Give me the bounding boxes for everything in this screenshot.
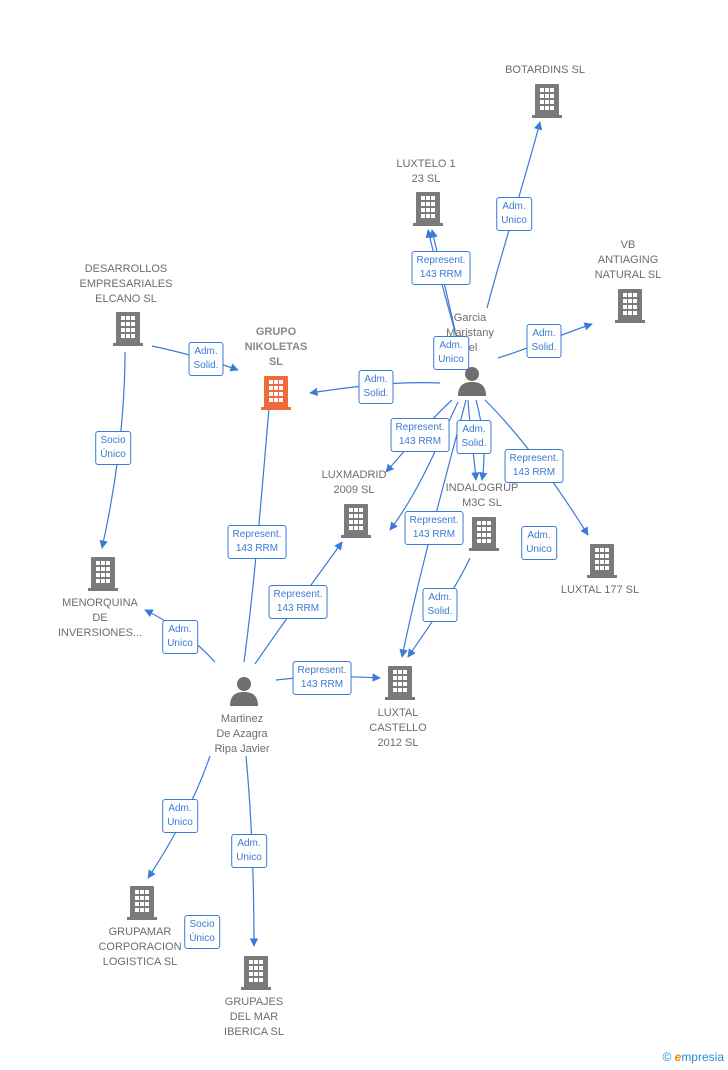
edge-label-represent[interactable]: Represent. 143 RRM — [390, 418, 450, 452]
building-icon-vb[interactable] — [615, 289, 645, 323]
brand-logo[interactable]: © empresia — [662, 1050, 724, 1064]
node-label-castello[interactable]: LUXTAL CASTELLO 2012 SL — [369, 707, 427, 749]
building-icon-nikoletas[interactable] — [261, 376, 291, 410]
building-icon-desarrollos[interactable] — [113, 312, 143, 346]
copyright-icon: © — [662, 1050, 672, 1064]
node-label-nikoletas[interactable]: GRUPO NIKOLETAS SL — [244, 326, 308, 368]
edge-garcia-luxmadrid-b — [389, 401, 459, 531]
edge-label-represent[interactable]: Represent. 143 RRM — [404, 511, 464, 545]
node-label-vb[interactable]: VB ANTIAGING NATURAL SL — [594, 239, 662, 281]
edge-label-adm-solid[interactable]: Adm. Solid. — [422, 588, 458, 622]
node-label-botardins[interactable]: BOTARDINS SL — [505, 64, 585, 76]
building-icon-menorquina[interactable] — [88, 557, 118, 591]
brand-name: mpresia — [681, 1050, 724, 1064]
edge-label-represent[interactable]: Represent. 143 RRM — [411, 251, 471, 285]
node-label-luxmadrid[interactable]: LUXMADRID 2009 SL — [321, 469, 387, 496]
edge-label-represent[interactable]: Represent. 143 RRM — [268, 585, 328, 619]
edge-label-adm-unico[interactable]: Adm. Unico — [162, 620, 198, 654]
brand-e: e — [674, 1050, 682, 1064]
building-icon-botardins[interactable] — [532, 84, 562, 118]
edge-label-socio-unico[interactable]: Socio Único — [184, 915, 220, 949]
edge-label-adm-unico[interactable]: Adm. Unico — [496, 197, 532, 231]
node-label-indalogrup[interactable]: INDALOGRUP M3C SL — [445, 482, 519, 509]
node-label-desarrollos[interactable]: DESARROLLOS EMPRESARIALES ELCANO SL — [79, 263, 173, 305]
edge-label-represent[interactable]: Represent. 143 RRM — [227, 525, 287, 559]
edge-label-adm-solid[interactable]: Adm. Solid. — [526, 324, 562, 358]
edge-label-adm-unico[interactable]: Adm. Unico — [162, 799, 198, 833]
edge-label-adm-unico[interactable]: Adm. Unico — [433, 336, 469, 370]
edge-label-socio-unico[interactable]: Socio Único — [95, 431, 131, 465]
person-icon-garcia[interactable] — [458, 367, 486, 396]
node-label-grupamar[interactable]: GRUPAMAR CORPORACION LOGISTICA SL — [98, 926, 182, 968]
node-label-menorquina[interactable]: MENORQUINA DE INVERSIONES... — [57, 597, 143, 639]
building-icon-grupamar[interactable] — [127, 886, 157, 920]
building-icon-luxtelo[interactable] — [413, 192, 443, 226]
building-icon-castello[interactable] — [385, 666, 415, 700]
edge-label-represent[interactable]: Represent. 143 RRM — [292, 661, 352, 695]
node-label-martinez[interactable]: Martinez De Azagra Ripa Javier — [214, 713, 270, 755]
building-icon-grupajes[interactable] — [241, 956, 271, 990]
company-icons — [88, 84, 645, 990]
building-icon-indalogrup[interactable] — [469, 517, 499, 551]
building-icon-luxtal177[interactable] — [587, 544, 617, 578]
edge-label-adm-solid[interactable]: Adm. Solid. — [188, 342, 224, 376]
node-label-grupajes[interactable]: GRUPAJES DEL MAR IBERICA SL — [224, 996, 284, 1038]
building-icon-luxmadrid[interactable] — [341, 504, 371, 538]
node-label-luxtal177[interactable]: LUXTAL 177 SL — [560, 584, 640, 596]
edge-label-represent[interactable]: Represent. 143 RRM — [504, 449, 564, 483]
focus-company-icon — [261, 376, 291, 410]
edge-label-adm-solid[interactable]: Adm. Solid. — [358, 370, 394, 404]
edge-label-adm-unico[interactable]: Adm. Unico — [231, 834, 267, 868]
person-icon-martinez[interactable] — [230, 677, 258, 706]
node-label-luxtelo[interactable]: LUXTELO 1 23 SL — [396, 158, 456, 185]
edge-label-adm-solid[interactable]: Adm. Solid. — [456, 420, 492, 454]
edge-label-adm-unico[interactable]: Adm. Unico — [521, 526, 557, 560]
